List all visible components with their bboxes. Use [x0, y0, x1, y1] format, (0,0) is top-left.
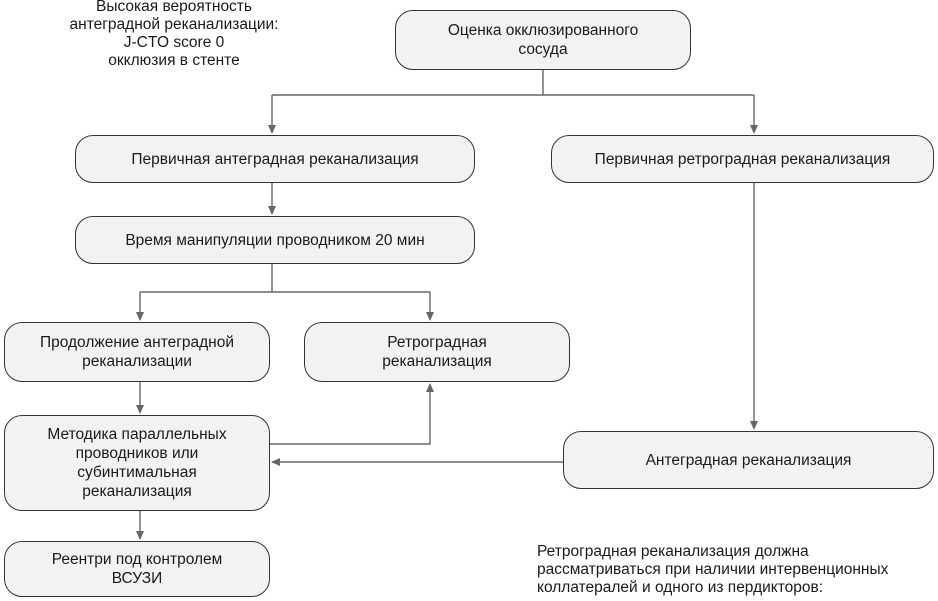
node-retrograde: Ретроградная реканализация	[304, 322, 570, 382]
node-continue-antegrade: Продолжение антеградной реканализации	[4, 322, 270, 382]
node-reentry-ivus: Реентри под контролем ВСУЗИ	[4, 541, 270, 597]
node-assess-occluded-vessel: Оценка окклюзированного сосуда	[395, 10, 691, 70]
node-primary-retrograde: Первичная ретроградная реканализация	[551, 135, 934, 183]
antegrade-probability-note: Высокая вероятность антеградной реканали…	[69, 0, 279, 69]
arrow-parallel-to-retrograde	[270, 383, 434, 445]
node-primary-antegrade: Первичная антеградная реканализация	[75, 135, 475, 183]
retrograde-indication-note: Ретроградная реканализация должна рассма…	[537, 543, 889, 596]
node-antegrade: Антеградная реканализация	[563, 431, 934, 489]
node-parallel-wire-subintimal: Методика параллельных проводников или су…	[4, 415, 270, 511]
node-wire-time: Время манипуляции проводником 20 мин	[75, 216, 475, 264]
